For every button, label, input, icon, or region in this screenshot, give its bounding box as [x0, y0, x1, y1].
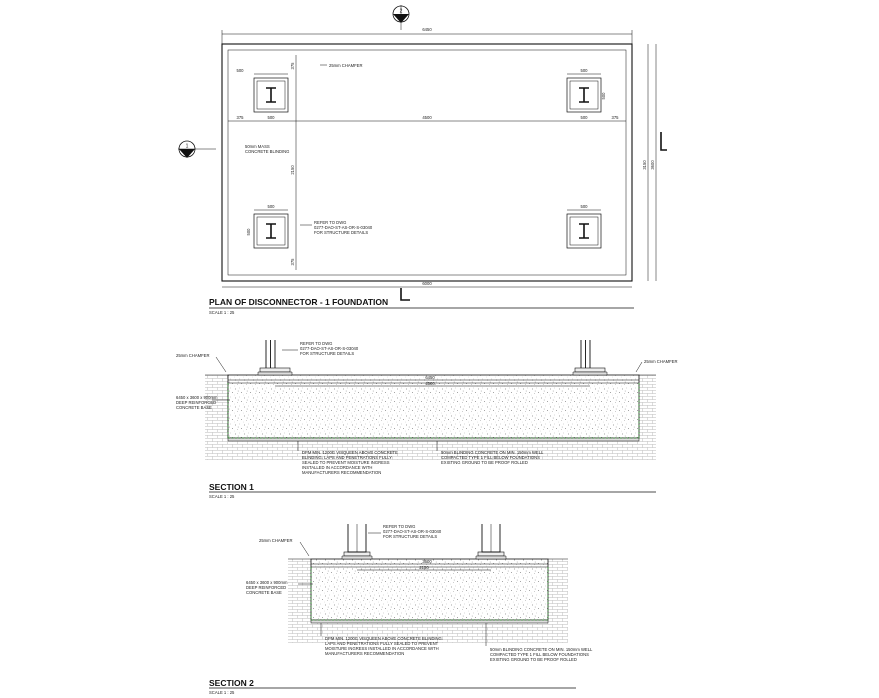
section-1-column-left [257, 340, 293, 376]
section-marker-top: 2 [392, 5, 410, 30]
svg-text:4500: 4500 [422, 115, 432, 120]
section-marker-label: 2 [400, 9, 403, 15]
svg-text:6450: 6450 [425, 375, 435, 380]
svg-text:500: 500 [581, 115, 589, 120]
base-plate-bottom-right [566, 213, 602, 249]
section-1-blinding [227, 437, 640, 442]
section-2-blinding [310, 619, 549, 624]
blinding-outline [227, 49, 627, 276]
mass-note-line: 50mm MASS [245, 144, 270, 149]
section-1-scale: SCALE 1 : 25 [209, 494, 235, 499]
svg-text:4500: 4500 [425, 381, 435, 386]
svg-text:EXISTING GROUND TO BE PROOF RO: EXISTING GROUND TO BE PROOF ROLLED [490, 657, 577, 662]
svg-text:375: 375 [237, 115, 245, 120]
svg-text:375: 375 [612, 115, 620, 120]
chamfer-note: 25mm CHAMFER [329, 63, 363, 68]
dim-overall-bottom: 6000 [222, 281, 632, 288]
svg-text:500: 500 [581, 204, 589, 209]
dim-overall-top: 6450 [221, 27, 633, 44]
svg-text:DEEP REINFORCED: DEEP REINFORCED [246, 585, 286, 590]
svg-text:500: 500 [237, 68, 245, 73]
svg-text:3150: 3150 [642, 160, 647, 170]
svg-text:500: 500 [601, 92, 606, 100]
svg-text:6450: 6450 [422, 27, 432, 32]
svg-text:50mm BLINDING CONCRETE ON MIN.: 50mm BLINDING CONCRETE ON MIN. 150mm WEL… [441, 450, 544, 455]
svg-text:3600: 3600 [650, 160, 655, 170]
base-plate-bottom-left [253, 213, 289, 249]
section-2-slab [310, 558, 549, 621]
section-1-column-right [572, 340, 608, 376]
refer-note-line: 0277-DAO-ST-AS-OR-S-03040 [383, 529, 442, 534]
svg-text:DPM MIN. 1200G VISQUEEN ABOVE: DPM MIN. 1200G VISQUEEN ABOVE CONCRETE B… [325, 636, 443, 641]
refer-note-line: FOR STRUCTURE DETAILS [383, 534, 437, 539]
cut-mark-right [660, 132, 667, 151]
svg-text:CONCRETE BASE: CONCRETE BASE [246, 590, 282, 595]
refer-note-line: 0277-DAO-ST-AS-OR-S-03040 [300, 346, 359, 351]
cut-mark-bottom [400, 288, 410, 301]
refer-note-line: REFER TO DWG [314, 220, 346, 225]
section-2-view: 3600 2150 25mm CHAMFER REFER TO DWG 0277… [209, 524, 593, 695]
svg-text:LAPS AND PENETRATIONS FULLY SE: LAPS AND PENETRATIONS FULLY SEALED TO PR… [325, 641, 439, 646]
refer-note-line: FOR STRUCTURE DETAILS [300, 351, 354, 356]
svg-text:6450 x 3600 x 900mm: 6450 x 3600 x 900mm [176, 395, 218, 400]
dim-overall-right: 3150 3600 [642, 44, 657, 281]
svg-text:25mm CHAMFER: 25mm CHAMFER [259, 538, 293, 543]
svg-text:MANUFACTURERS RECOMMENDATION: MANUFACTURERS RECOMMENDATION [302, 470, 381, 475]
svg-text:EXISTING GROUND TO BE PROOF RO: EXISTING GROUND TO BE PROOF ROLLED [441, 460, 528, 465]
svg-text:DPM MIN. 1200G VISQUEEN ABOVE: DPM MIN. 1200G VISQUEEN ABOVE CONCRETE [302, 450, 398, 455]
plan-scale: SCALE 1 : 25 [209, 310, 235, 315]
svg-text:MANUFACTURERS RECOMMENDATION: MANUFACTURERS RECOMMENDATION [325, 651, 404, 656]
section-2-column-right [475, 524, 507, 560]
plan-view: 2 1 6450 6000 3150 3600 [178, 5, 667, 315]
section-2-title: SECTION 2 [209, 678, 254, 688]
svg-text:DEEP REINFORCED: DEEP REINFORCED [176, 400, 216, 405]
svg-text:500: 500 [581, 68, 589, 73]
svg-text:COMPACTED TYPE 1 FILL BELOW FO: COMPACTED TYPE 1 FILL BELOW FOUNDATIONS [490, 652, 589, 657]
refer-note-line: REFER TO DWG [383, 524, 415, 529]
plan-title: PLAN OF DISCONNECTOR - 1 FOUNDATION [209, 297, 388, 307]
section-1-view: 6450 4500 25mm CHAMFER 25mm CHAMFER REFE… [176, 340, 678, 499]
refer-note-line: FOR STRUCTURE DETAILS [314, 230, 368, 235]
section-1-title: SECTION 1 [209, 482, 254, 492]
section-marker-left: 1 [178, 140, 216, 158]
svg-text:500: 500 [268, 115, 276, 120]
svg-text:25mm CHAMFER: 25mm CHAMFER [176, 353, 210, 358]
base-plate-top-right [566, 77, 602, 113]
mass-note-line: CONCRETE BLINDING [245, 149, 289, 154]
section-2-column-left [341, 524, 373, 560]
refer-note-line: 0277-DAO-ST-AS-OR-S-03040 [314, 225, 373, 230]
svg-text:25mm CHAMFER: 25mm CHAMFER [644, 359, 678, 364]
base-plate-top-left [253, 77, 289, 113]
svg-text:COMPACTED TYPE 1 FILL BELOW FO: COMPACTED TYPE 1 FILL BELOW FOUNDATIONS [441, 455, 540, 460]
svg-text:INSTALLED IN ACCORDANCE WITH: INSTALLED IN ACCORDANCE WITH [302, 465, 372, 470]
svg-text:500: 500 [246, 228, 251, 236]
svg-text:6450 x 3600 x 900mm: 6450 x 3600 x 900mm [246, 580, 288, 585]
svg-text:50mm BLINDING CONCRETE ON MIN.: 50mm BLINDING CONCRETE ON MIN. 150mm WEL… [490, 647, 593, 652]
section-marker-label: 1 [186, 144, 189, 150]
svg-text:500: 500 [268, 204, 276, 209]
svg-text:375: 375 [290, 258, 295, 266]
svg-text:BLINDING. LAPS AND PENETRATION: BLINDING. LAPS AND PENETRATIONS FULLY [302, 455, 392, 460]
svg-text:MOISTURE INGRESS INSTALLED IN: MOISTURE INGRESS INSTALLED IN ACCORDANCE… [325, 646, 439, 651]
svg-text:6000: 6000 [422, 281, 432, 286]
svg-text:2150: 2150 [290, 165, 295, 175]
svg-text:CONCRETE BASE: CONCRETE BASE [176, 405, 212, 410]
foundation-outline [221, 43, 633, 282]
svg-text:2150: 2150 [419, 565, 429, 570]
svg-text:SEALED TO PREVENT MOISTURE ING: SEALED TO PREVENT MOISTURE INGRESS [302, 460, 390, 465]
svg-text:375: 375 [290, 62, 295, 70]
section-2-scale: SCALE 1 : 25 [209, 690, 235, 695]
svg-text:3600: 3600 [422, 559, 432, 564]
refer-note-line: REFER TO DWG [300, 341, 332, 346]
